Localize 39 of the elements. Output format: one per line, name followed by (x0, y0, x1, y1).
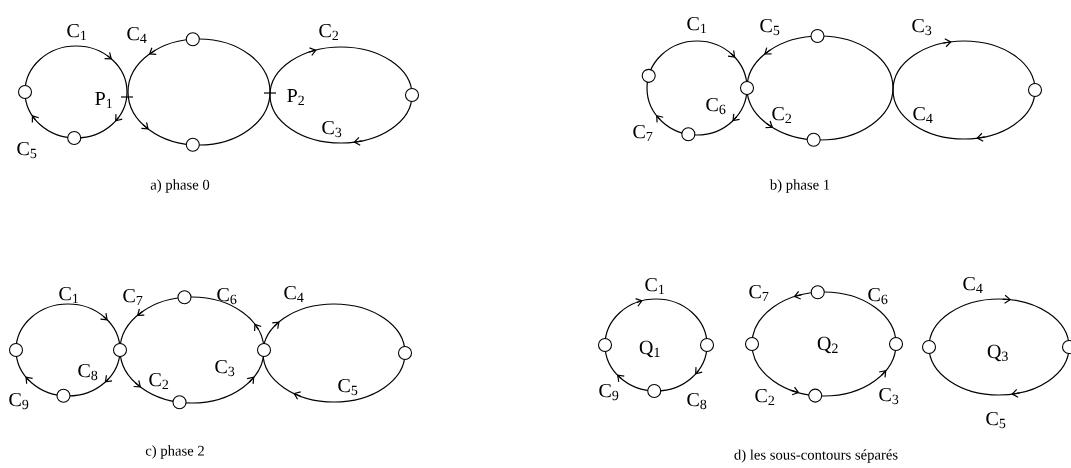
curve-label: C$_{7}$ (633, 124, 653, 142)
point-label: P$_{1}$ (95, 92, 112, 108)
curve-label: C$_{1}$ (59, 286, 78, 304)
panel-caption: b) phase 1 (769, 179, 830, 193)
curve-label: C$_{8}$ (687, 392, 707, 410)
curve-label: C$_{3}$ (879, 387, 899, 405)
curve-label: C$_{4}$ (284, 285, 304, 303)
curve-label: C$_{3}$ (322, 120, 342, 138)
curve-label: C$_{5}$ (17, 141, 37, 159)
curve-label: C$_{9}$ (599, 383, 619, 401)
curve-label: C$_{1}$ (687, 16, 706, 34)
curve-label: C$_{6}$ (217, 287, 237, 305)
curve-label: C$_{4}$ (963, 276, 983, 294)
panel-caption: a) phase 0 (150, 179, 210, 193)
region-label: Q$_{1}$ (639, 340, 660, 358)
curve-label: C$_{7}$ (749, 284, 769, 302)
curve-label: C$_{9}$ (9, 392, 29, 410)
region-label: Q$_{3}$ (987, 344, 1008, 362)
curve-label: C$_{1}$ (67, 23, 86, 41)
curve-label: C$_{2}$ (319, 23, 339, 41)
point-label: P$_{2}$ (287, 89, 304, 105)
region-label: Q$_{2}$ (817, 336, 838, 354)
curve-label: C$_{2}$ (149, 372, 169, 390)
curve-label: C$_{4}$ (127, 26, 147, 44)
curve-label: C$_{4}$ (913, 106, 933, 124)
panel-caption: d) les sous-contours séparés (734, 449, 898, 463)
curve-label: C$_{5}$ (986, 411, 1006, 429)
curve-label: C$_{6}$ (868, 287, 888, 305)
curve-label: C$_{3}$ (215, 359, 235, 377)
curve-label: C$_{2}$ (755, 388, 775, 406)
curve-label: C$_{8}$ (78, 363, 98, 381)
curve-label: C$_{3}$ (912, 18, 932, 36)
panel-caption: c) phase 2 (145, 445, 204, 459)
curve-label: C$_{2}$ (772, 106, 792, 124)
curve-label: C$_{1}$ (645, 277, 664, 295)
curve-label: C$_{5}$ (760, 18, 780, 36)
curve-label: C$_{6}$ (706, 97, 726, 115)
curve-label: C$_{7}$ (123, 288, 143, 306)
curve-label: C$_{5}$ (338, 378, 358, 396)
